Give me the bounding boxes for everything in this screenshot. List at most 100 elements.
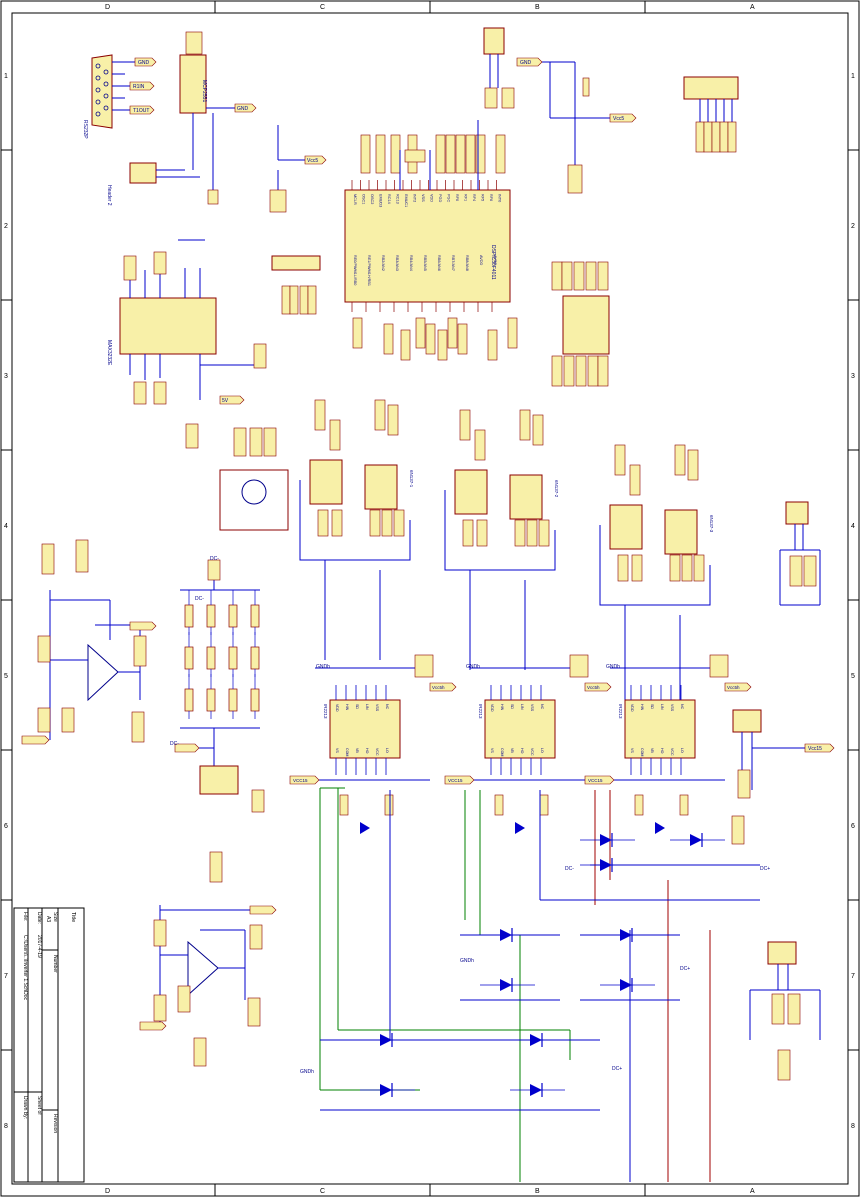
driver-pin-name: COM	[500, 748, 504, 756]
dspic-pin-name: PGD	[438, 194, 442, 202]
opto-label: 6N137-3	[709, 515, 714, 533]
net-gnd-mcp: GND	[237, 106, 249, 112]
driver-pin-name: COM	[640, 748, 644, 756]
dspic-pin-name: OSC2	[370, 194, 374, 204]
driver-pin-name: COM	[345, 748, 349, 756]
igbt-transistor	[360, 1033, 415, 1047]
driver-pin-name: VCC	[670, 748, 674, 756]
igbt-transistor	[480, 928, 535, 942]
igbt-transistor	[510, 1033, 565, 1047]
zone-row-3: 3	[4, 373, 8, 380]
opamp-lower	[139, 905, 277, 1067]
igbt-transistor	[580, 858, 635, 872]
driver-pin-name: VB	[510, 748, 514, 753]
dc-tag-text: DC+	[760, 866, 770, 872]
driver-pin-name: VSS	[375, 704, 379, 712]
revision-label: Revision	[52, 1114, 58, 1133]
db9-net-labels: GND R1IN T1OUT	[129, 57, 157, 115]
resistor	[184, 604, 194, 628]
igbt-transistor	[480, 978, 535, 992]
driver-pin-name: VS	[630, 748, 634, 753]
gnd-tag-s1: GND	[516, 57, 543, 67]
db9-connector: RS232P	[82, 54, 135, 139]
net-vcc15: VCC15	[448, 778, 463, 783]
driver-pin-name: NC	[385, 704, 389, 710]
can-header-label: Header 2	[106, 185, 112, 206]
dc-tag-text: DC+	[612, 1066, 622, 1072]
net-vcc5h: Vcc5h	[432, 685, 445, 690]
dspic-pin-name: RB8/AN8	[465, 255, 469, 271]
dc-net-tag: DC+	[680, 966, 690, 972]
dspic-pin-name: RB6/AN6	[437, 255, 441, 271]
net-tag	[445, 134, 456, 174]
zone-col-A: A	[750, 4, 755, 11]
driver-pin-name: LO	[385, 748, 389, 753]
driver-pin-name: VCC	[375, 748, 379, 756]
dc-net-tag: GNDh	[460, 958, 474, 964]
dc-net-tag: GNDh	[606, 664, 620, 670]
zone-row-2: 2	[851, 223, 855, 230]
igbt-transistor	[580, 833, 635, 847]
net-vcc5h: Vcc5h	[587, 685, 600, 690]
driver-pin-name: VDD	[630, 704, 634, 712]
resistor	[250, 604, 260, 628]
pwr5v-connector	[779, 501, 821, 606]
dspic-pin-name: PGC	[447, 194, 451, 202]
resistor	[228, 646, 238, 670]
net-gnd-db9: GND	[138, 60, 150, 66]
dspic-pin-name: MCLR	[353, 194, 357, 205]
dspic-pin-name: RC13	[396, 194, 400, 204]
net-tag	[375, 134, 386, 174]
zone-row-7: 7	[4, 973, 8, 980]
date-value: 2017-4-19	[36, 935, 42, 958]
file-label: File:	[22, 912, 28, 921]
size-label: Size	[52, 912, 58, 922]
zone-row-8: 8	[851, 1123, 855, 1130]
driver-pin-name: HO	[660, 748, 664, 754]
dspic-pin-name: RB4/AN4	[409, 255, 413, 271]
zone-row-1: 1	[4, 73, 8, 80]
dspic-pin-name: AVDD	[479, 255, 483, 266]
zone-col-B: B	[535, 1188, 540, 1195]
zone-row-8: 8	[4, 1123, 8, 1130]
net-vcc5h: Vcc5h	[727, 685, 740, 690]
igbt-transistor	[600, 928, 655, 942]
resistor	[228, 688, 238, 712]
zone-row-7: 7	[851, 973, 855, 980]
igbt-transistor	[510, 1083, 565, 1097]
lm7805-regulator	[174, 743, 265, 883]
ad598-sensor	[219, 427, 289, 531]
zone-row-4: 4	[4, 523, 8, 530]
driver-pin-name: HIN	[640, 704, 644, 711]
header6-prog	[683, 76, 739, 153]
igbt-bridge	[360, 833, 725, 1097]
dc-tag-text: DC-	[565, 866, 574, 872]
driver-pin-name: HO	[520, 748, 524, 754]
dspic-pin-name: EMUC1	[404, 194, 408, 207]
dc-tag-text: GNDh	[460, 958, 474, 964]
dspic-pin-name: RF6	[489, 194, 493, 201]
resistor-bank	[180, 559, 260, 770]
zone-row-1: 1	[851, 73, 855, 80]
zone-row-6: 6	[851, 823, 855, 830]
svg-text:Vcc15: Vcc15	[808, 746, 822, 752]
dc-tag-text: GNDh	[300, 1069, 314, 1075]
driver-pin-name: VCC	[530, 748, 534, 756]
driver-pin-name: LIN	[365, 704, 369, 710]
db9-label: RS232P	[82, 120, 88, 139]
zone-col-A: A	[750, 1188, 755, 1195]
max3232-chip: MAX3232E	[106, 239, 260, 449]
net-tag	[487, 329, 498, 361]
net-tag	[352, 317, 363, 349]
net-tag	[457, 323, 468, 355]
dspic-pin-name: INT2	[413, 194, 417, 202]
driver-pin-name: HIN	[345, 704, 349, 711]
dspic-pin-name: EMUD3	[379, 194, 383, 207]
